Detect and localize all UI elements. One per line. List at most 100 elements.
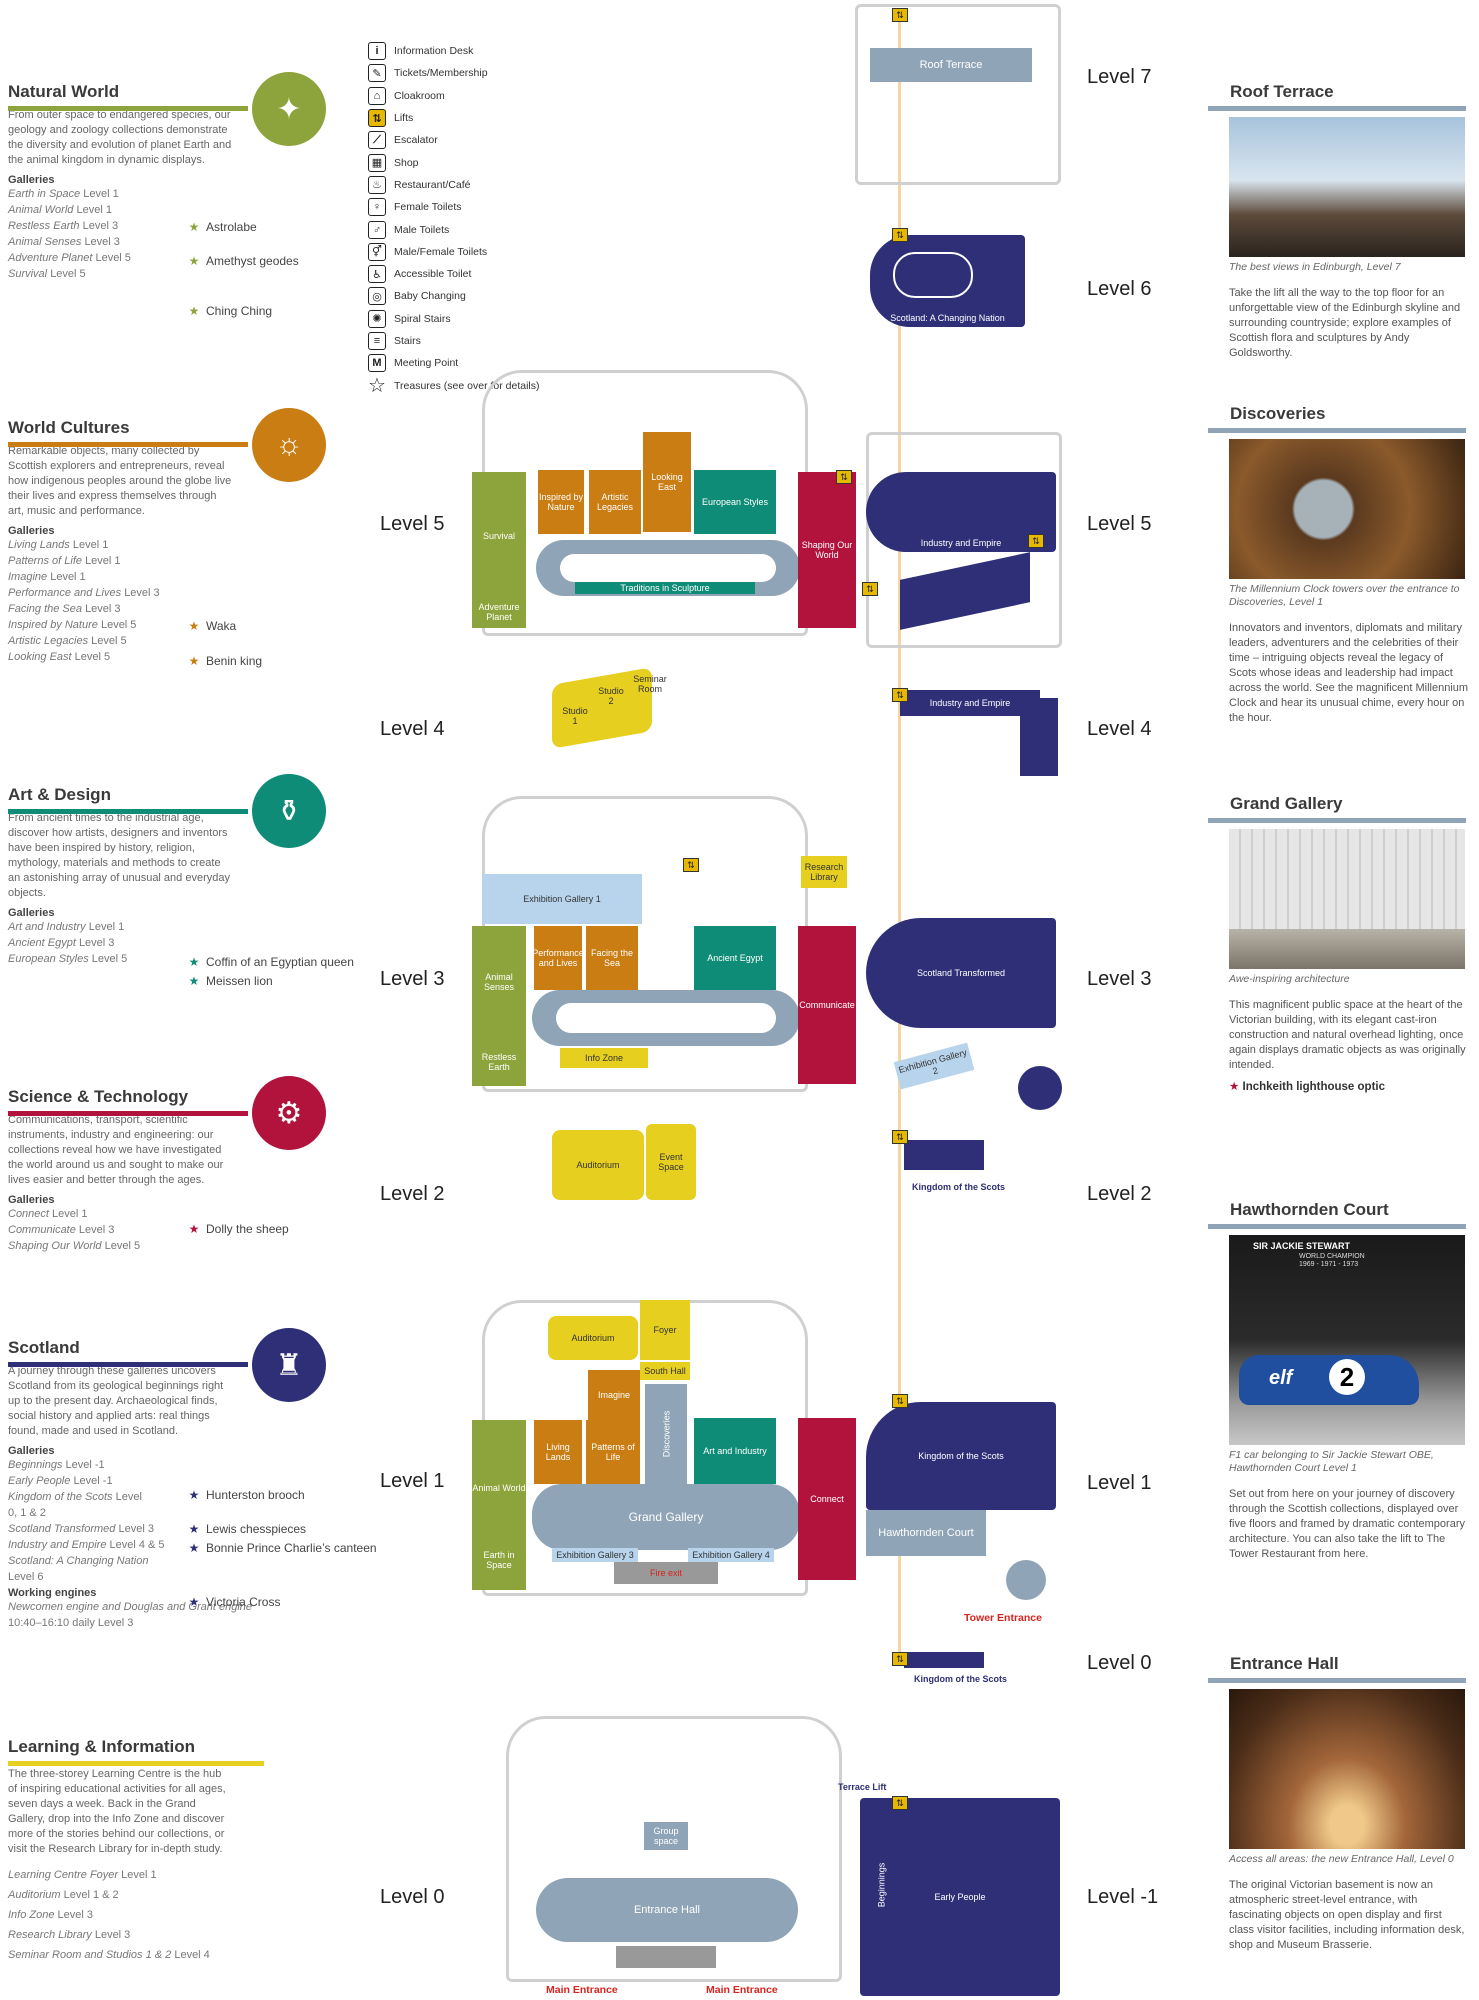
entrance-hall-photo bbox=[1229, 1689, 1465, 1849]
room-seminar-room[interactable]: Seminar Room bbox=[633, 674, 667, 694]
room-animal-senses[interactable]: Animal Senses bbox=[472, 926, 526, 1038]
room-inspired-by-nature[interactable]: Inspired by Nature bbox=[538, 470, 584, 534]
gallery-list: Art and Industry Level 1 Ancient Egypt L… bbox=[8, 919, 258, 967]
room-exhibition-gallery-1[interactable]: Exhibition Gallery 1 bbox=[482, 874, 642, 924]
gallery-item: Restless Earth Level 3 bbox=[8, 220, 119, 232]
main-entrance-label[interactable]: Main Entrance bbox=[706, 1984, 778, 1996]
treasure-item: ★Benin king bbox=[186, 654, 262, 668]
gallery-item: Animal Senses Level 3 bbox=[8, 236, 120, 248]
room-kingdom-of-the-scots-0[interactable]: Kingdom of the Scots bbox=[914, 1674, 1007, 1684]
gallery-item: Ancient Egypt Level 3 bbox=[8, 937, 115, 949]
room-art-and-industry[interactable]: Art and Industry bbox=[694, 1418, 776, 1484]
galleries-heading: Galleries bbox=[8, 525, 55, 537]
level-label: Level 2 bbox=[380, 1183, 445, 1205]
room-scotland-transformed[interactable]: Scotland Transformed bbox=[866, 918, 1056, 1028]
treasure-star-icon: ★ bbox=[188, 1595, 200, 1609]
treasure-item: ★Lewis chesspieces bbox=[186, 1522, 306, 1536]
treasure-star-icon: ★ bbox=[188, 955, 200, 969]
fire-exit[interactable]: Fire exit bbox=[614, 1562, 718, 1584]
feature-rule bbox=[1208, 428, 1466, 433]
meeting-point-icon: M bbox=[368, 354, 386, 373]
room-facing-the-sea[interactable]: Facing the Sea bbox=[586, 926, 638, 990]
room-imagine[interactable]: Imagine bbox=[588, 1370, 640, 1420]
treasure-item: ★Amethyst geodes bbox=[186, 254, 299, 268]
feature-description: Take the lift all the way to the top flo… bbox=[1229, 287, 1461, 359]
level-label: Level 5 bbox=[1087, 513, 1152, 535]
feature-title: Hawthornden Court bbox=[1230, 1200, 1389, 1219]
lift-icon: ⇅ bbox=[892, 8, 908, 22]
room-living-lands[interactable]: Living Lands bbox=[534, 1420, 582, 1484]
lift-icon: ⇅ bbox=[892, 228, 908, 242]
room-grand-gallery[interactable]: Grand Gallery bbox=[532, 1484, 800, 1550]
room-ancient-egypt[interactable]: Ancient Egypt bbox=[694, 926, 776, 990]
room-industry-and-empire-5[interactable]: Industry and Empire bbox=[866, 472, 1056, 552]
feature-description: The original Victorian basement is now a… bbox=[1229, 1879, 1465, 1951]
shop-icon: ▦ bbox=[368, 153, 386, 172]
room-info-zone[interactable]: Info Zone bbox=[560, 1048, 648, 1068]
room-looking-east[interactable]: Looking East bbox=[643, 432, 691, 532]
room-performance-and-lives[interactable]: Performance and Lives bbox=[532, 926, 584, 990]
room-hawthornden-court[interactable]: Hawthornden Court bbox=[866, 1510, 986, 1556]
room-studio-2[interactable]: Studio 2 bbox=[598, 686, 624, 706]
section-description: Remarkable objects, many collected by Sc… bbox=[8, 445, 232, 517]
room-patterns-of-life[interactable]: Patterns of Life bbox=[586, 1420, 640, 1484]
room-event-space[interactable]: Event Space bbox=[646, 1124, 696, 1200]
room-early-people[interactable]: Early People bbox=[860, 1798, 1060, 1996]
photo-banner-sub: WORLD CHAMPION bbox=[1299, 1253, 1365, 1260]
room-survival[interactable]: Survival bbox=[472, 472, 526, 600]
room-auditorium-2[interactable]: Auditorium bbox=[552, 1130, 644, 1200]
gallery-list: Living Lands Level 1 Patterns of Life Le… bbox=[8, 537, 258, 665]
gallery-atrium bbox=[556, 1003, 776, 1033]
room-group-space[interactable]: Group space bbox=[644, 1822, 688, 1850]
gallery-item: European Styles Level 5 bbox=[8, 953, 128, 965]
legend-row: ♂Male Toilets bbox=[368, 218, 540, 240]
lift-icon: ⇅ bbox=[862, 582, 878, 596]
tower-entrance-label[interactable]: Tower Entrance bbox=[964, 1612, 1042, 1624]
room-exhibition-gallery-4[interactable]: Exhibition Gallery 4 bbox=[688, 1548, 774, 1562]
main-entrance-label[interactable]: Main Entrance bbox=[546, 1984, 618, 1996]
room-restless-earth[interactable]: Restless Earth bbox=[472, 1038, 526, 1086]
section-title: Learning & Information bbox=[8, 1737, 195, 1756]
section-rule bbox=[8, 442, 248, 447]
room-shaping-our-world[interactable]: Shaping Our World bbox=[798, 472, 856, 628]
room-industry-and-empire-4[interactable]: Industry and Empire bbox=[900, 690, 1040, 716]
room-south-hall[interactable]: South Hall bbox=[640, 1362, 690, 1380]
room-connect[interactable]: Connect bbox=[798, 1418, 856, 1580]
chesspiece-icon: ♜ bbox=[252, 1328, 326, 1402]
lift-icon: ⇅ bbox=[892, 1652, 908, 1666]
f1-car-photo: SIR JACKIE STEWART WORLD CHAMPION 1969 -… bbox=[1229, 1235, 1465, 1445]
room-adventure-planet[interactable]: Adventure Planet bbox=[472, 596, 526, 628]
treasure-star-icon: ★ bbox=[188, 1522, 200, 1536]
feature-title: Roof Terrace bbox=[1230, 82, 1334, 101]
room-discoveries[interactable]: Discoveries bbox=[645, 1384, 687, 1484]
room-kingdom-of-the-scots-2[interactable]: Kingdom of the Scots bbox=[912, 1182, 1005, 1192]
legend-label: Spiral Stairs bbox=[394, 312, 451, 325]
legend-label: Tickets/Membership bbox=[394, 67, 488, 80]
room-beginnings[interactable]: Beginnings bbox=[876, 1862, 887, 1908]
room-exhibition-gallery-3[interactable]: Exhibition Gallery 3 bbox=[552, 1548, 638, 1562]
room-foyer[interactable]: Foyer bbox=[640, 1300, 690, 1360]
room-studio-1[interactable]: Studio 1 bbox=[562, 706, 588, 726]
room-roof-terrace[interactable]: Roof Terrace bbox=[870, 48, 1032, 82]
room-earth-in-space[interactable]: Earth in Space bbox=[472, 1530, 526, 1590]
legend-label: Baby Changing bbox=[394, 290, 466, 303]
room-traditions-in-sculpture[interactable]: Traditions in Sculpture bbox=[575, 582, 755, 594]
room-exhibition-gallery-2[interactable]: Exhibition Gallery 2 bbox=[893, 1042, 975, 1090]
section-description: The three-storey Learning Centre is the … bbox=[8, 1768, 226, 1855]
room-auditorium-1[interactable]: Auditorium bbox=[548, 1316, 638, 1360]
room-research-library[interactable]: Research Library bbox=[801, 856, 847, 888]
legend-row: ◎Baby Changing bbox=[368, 285, 540, 307]
room-kingdom-of-the-scots-1[interactable]: Kingdom of the Scots bbox=[866, 1402, 1056, 1510]
building-outline bbox=[866, 432, 1062, 648]
level-label: Level 1 bbox=[380, 1470, 445, 1492]
room-european-styles[interactable]: European Styles bbox=[694, 470, 776, 534]
gallery-item: Animal World Level 1 bbox=[8, 204, 112, 216]
level-label: Level 4 bbox=[380, 718, 445, 740]
room-entrance-hall[interactable]: Entrance Hall bbox=[536, 1878, 798, 1942]
room-communicate[interactable]: Communicate bbox=[798, 926, 856, 1084]
room-artistic-legacies[interactable]: Artistic Legacies bbox=[589, 470, 641, 534]
gallery-item: Scotland: A Changing Nation Level 6 bbox=[8, 1555, 149, 1583]
terrace-lift-label[interactable]: Terrace Lift bbox=[838, 1782, 887, 1792]
